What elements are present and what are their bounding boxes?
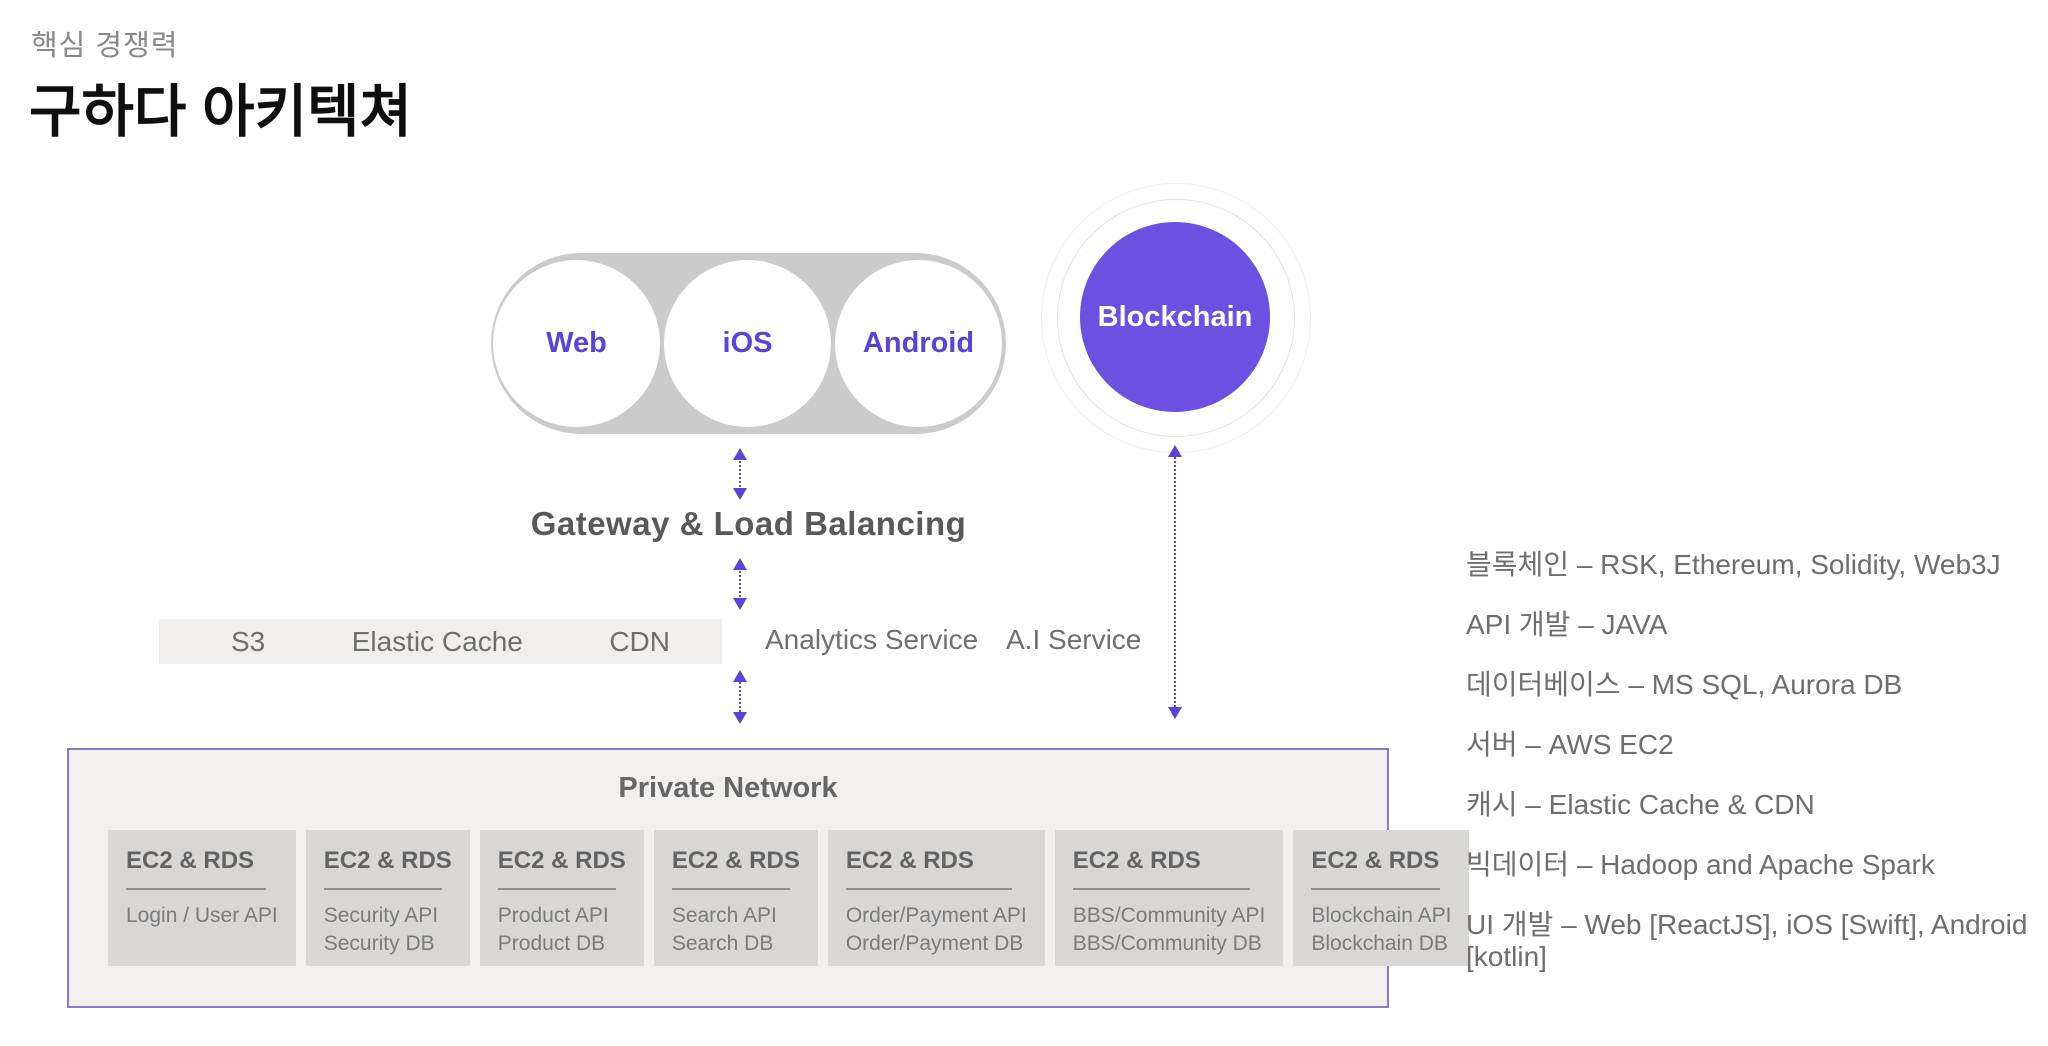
card-line: Security API xyxy=(323,904,439,927)
card-divider xyxy=(126,888,266,890)
card-divider xyxy=(497,888,616,890)
analytics-service-label: Analytics Service xyxy=(765,624,979,655)
card-divider xyxy=(1072,888,1250,890)
card-line: Blockchain API xyxy=(1311,904,1452,927)
tech-stack-item: 블록체인 – RSK, Ethereum, Solidity, Web3J xyxy=(1466,549,2001,580)
private-network-box: Private Network EC2 & RDS Login / User A… xyxy=(67,748,1470,1008)
card-line: Product API xyxy=(497,904,609,927)
card-header: EC2 & RDS xyxy=(497,847,626,874)
client-web-label: Web xyxy=(546,327,607,359)
blockchain-label: Blockchain xyxy=(1097,300,1253,333)
blockchain-inner-ring xyxy=(1057,199,1295,437)
client-circle-web: Web xyxy=(493,260,660,427)
card-line: Product DB xyxy=(497,931,606,955)
elastic-cache-label: Elastic Cache xyxy=(351,625,523,657)
blockchain-circle: Blockchain xyxy=(1080,222,1270,412)
arrow-clients-gateway xyxy=(731,448,749,500)
card-bbs-community: EC2 & RDS BBS/Community API BBS/Communit… xyxy=(1054,830,1284,966)
card-header: EC2 & RDS xyxy=(1072,847,1201,874)
card-order-payment: EC2 & RDS Order/Payment API Order/Paymen… xyxy=(827,830,1045,966)
card-search: EC2 & RDS Search API Search DB xyxy=(653,830,818,966)
page-title: 구하다 아키텍쳐 xyxy=(29,80,412,144)
card-divider xyxy=(1311,888,1441,890)
card-blockchain: EC2 & RDS Blockchain API Blockchain DB xyxy=(1293,830,1470,966)
card-line: Blockchain DB xyxy=(1311,931,1448,955)
tech-stack-item: UI 개발 – Web [ReactJS], iOS [Swift], Andr… xyxy=(1466,909,2028,972)
card-line: Security DB xyxy=(323,931,435,955)
private-network-title: Private Network xyxy=(618,772,838,804)
card-line: BBS/Community DB xyxy=(1072,931,1262,955)
cdn-label: CDN xyxy=(609,625,670,657)
client-circle-android: Android xyxy=(835,260,1002,427)
client-android-label: Android xyxy=(862,327,975,359)
card-login-user: EC2 & RDS Login / User API xyxy=(108,830,296,966)
card-line: Search API xyxy=(671,904,777,927)
arrow-blockchain-private-network xyxy=(1166,445,1184,719)
card-header: EC2 & RDS xyxy=(126,847,255,874)
card-line: Order/Payment API xyxy=(845,904,1027,927)
card-header: EC2 & RDS xyxy=(671,847,800,874)
tech-stack-item: 데이터베이스 – MS SQL, Aurora DB xyxy=(1466,669,1903,700)
card-line: BBS/Community API xyxy=(1072,904,1266,927)
tech-stack-item: 캐시 – Elastic Cache & CDN xyxy=(1466,789,1815,820)
private-network-cards: EC2 & RDS Login / User API EC2 & RDS Sec… xyxy=(108,830,1470,966)
card-product: EC2 & RDS Product API Product DB xyxy=(479,830,644,966)
card-line: Search DB xyxy=(671,931,774,955)
arrow-services-private-network xyxy=(731,670,749,724)
card-line: Login / User API xyxy=(126,904,278,927)
slide-subtitle: 핵심 경쟁력 xyxy=(31,30,179,62)
gateway-load-balancing-label: Gateway & Load Balancing xyxy=(530,505,967,542)
card-line: Order/Payment DB xyxy=(845,931,1024,955)
tech-stack-item: 서버 – AWS EC2 xyxy=(1466,729,1674,760)
card-divider xyxy=(323,888,442,890)
client-ios-label: iOS xyxy=(722,327,773,359)
card-header: EC2 & RDS xyxy=(323,847,452,874)
arrow-gateway-services xyxy=(731,558,749,610)
client-platforms-pill: Web iOS Android xyxy=(491,253,1006,434)
client-circle-ios: iOS xyxy=(664,260,831,427)
tech-stack-item: 빅데이터 – Hadoop and Apache Spark xyxy=(1466,849,1935,880)
card-header: EC2 & RDS xyxy=(1311,847,1440,874)
card-security: EC2 & RDS Security API Security DB xyxy=(305,830,470,966)
ai-service-label: A.I Service xyxy=(1006,624,1142,655)
tech-stack-item: API 개발 – JAVA xyxy=(1466,609,1668,640)
cache-row: S3 Elastic Cache CDN xyxy=(159,619,722,664)
card-divider xyxy=(671,888,790,890)
tech-stack-list: 블록체인 – RSK, Ethereum, Solidity, Web3J AP… xyxy=(1466,549,2048,972)
card-header: EC2 & RDS xyxy=(845,847,974,874)
card-divider xyxy=(845,888,1013,890)
s3-label: S3 xyxy=(231,625,266,657)
